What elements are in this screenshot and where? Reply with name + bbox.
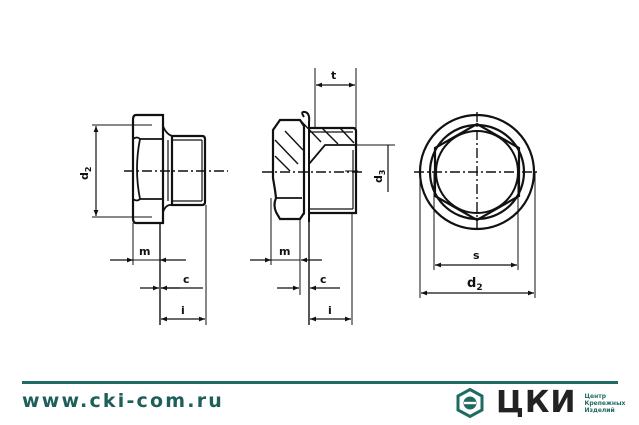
- side-view-collared-plug: [250, 68, 395, 325]
- brand-line: Крепежных: [584, 399, 626, 407]
- brand-tagline: Центр Крепежных Изделий: [584, 393, 625, 414]
- brand-name: ЦКИ: [496, 385, 577, 420]
- m-label: m: [139, 245, 150, 258]
- m-label: m: [279, 245, 290, 258]
- i-label: i: [181, 304, 185, 317]
- t-label: t: [331, 69, 336, 82]
- footer-divider: [22, 381, 618, 384]
- left-view-labels: d2 m c i: [78, 167, 190, 317]
- svg-text:d3: d3: [372, 170, 387, 183]
- website-link[interactable]: www.cki-com.ru: [22, 390, 224, 412]
- i-label: i: [328, 304, 332, 317]
- side-view-plain-plug: [92, 113, 228, 325]
- c-label: c: [320, 273, 327, 286]
- right-view-labels: s d2: [467, 249, 483, 293]
- s-label: s: [473, 249, 480, 262]
- brand-logo: ЦКИ Центр Крепежных Изделий: [456, 387, 625, 419]
- svg-text:d2: d2: [78, 167, 93, 180]
- c-label: c: [183, 273, 190, 286]
- brand-line: Центр: [584, 392, 607, 400]
- hexagon-logo-icon: [456, 388, 484, 418]
- svg-text:d2: d2: [467, 276, 483, 293]
- brand-line: Изделий: [584, 406, 615, 414]
- middle-view-labels: t d3 m c i: [279, 69, 387, 317]
- end-view-hex-socket: [414, 112, 540, 298]
- technical-drawing: d2 m c i: [78, 68, 540, 325]
